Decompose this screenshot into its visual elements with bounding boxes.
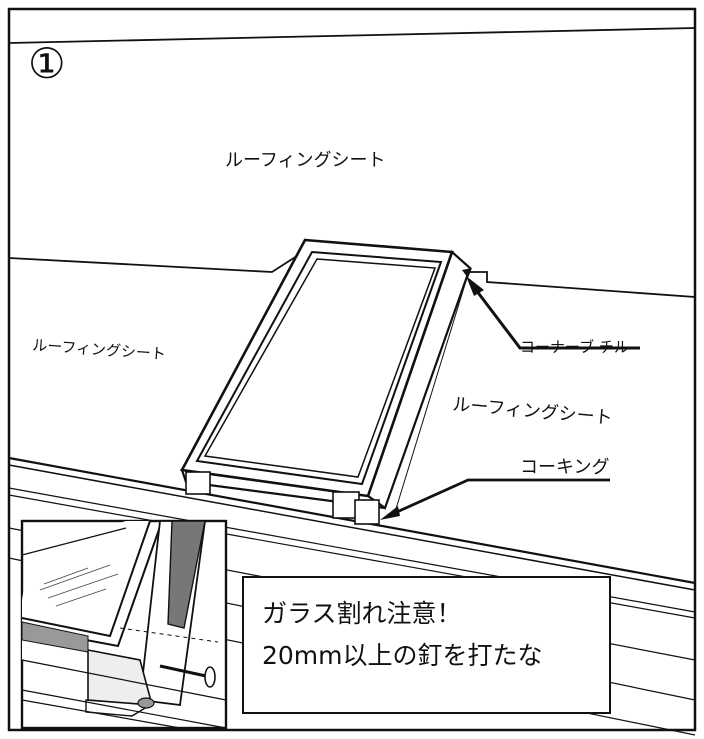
detail-inset [20,519,228,730]
caulking-leader [380,478,610,520]
corner-butyl-mark [462,268,472,278]
sheet-lap-edge-left [8,253,301,273]
skylight [179,238,472,525]
caulking-label: コーキング [520,457,609,478]
roofing-sheet-label-top: ルーフィングシート [225,150,386,171]
sheet-lap-edge-right [470,271,696,298]
warning-line-1: ガラス割れ注意！ [262,599,462,628]
corner-butyl-label: コーナーブ チル [520,338,629,356]
warning-line-2: 20mm以上の釘を打たな [262,641,543,670]
warning-notice: ガラス割れ注意！ 20mm以上の釘を打たな [242,576,611,714]
corner-butyl-leader [466,276,640,350]
roof-ridge-line [8,27,696,44]
step-number: ① [28,39,66,88]
